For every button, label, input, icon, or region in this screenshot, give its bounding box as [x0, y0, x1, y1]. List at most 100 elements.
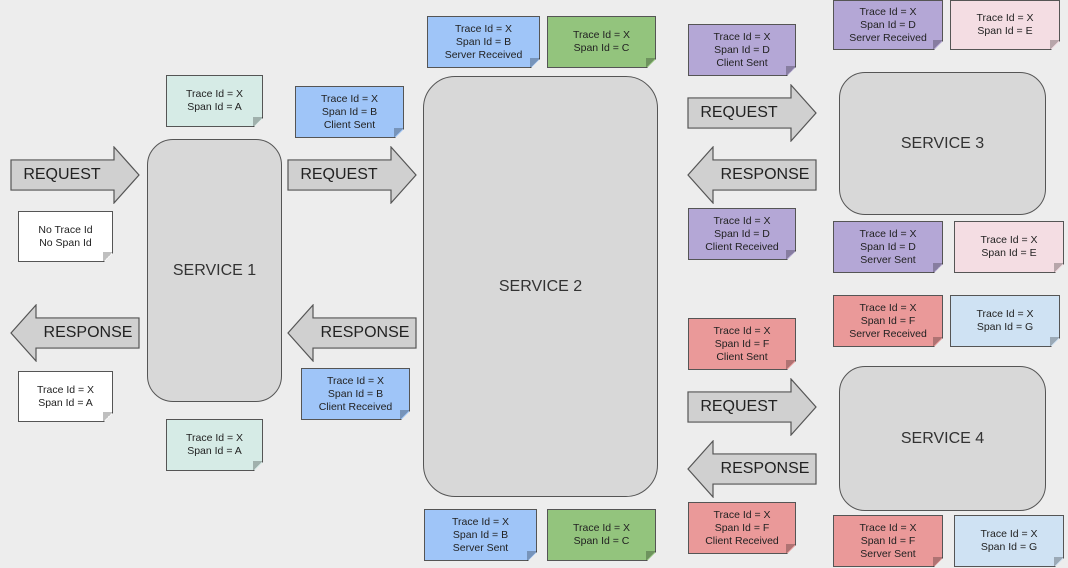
service-3-label: SERVICE 3 [900, 134, 985, 152]
response-arrow-4: RESPONSE [687, 440, 817, 498]
arrow-shape [10, 146, 140, 204]
note-line: Span Id = B [321, 105, 378, 118]
response-arrow-2: RESPONSE [287, 304, 417, 362]
note-s4-out-span-g: Trace Id = X Span Id = G [954, 515, 1064, 567]
note-line: Trace Id = X [326, 374, 385, 387]
note-line: Trace Id = X [976, 12, 1034, 24]
note-line: Trace Id = X [320, 92, 379, 105]
note-line: Span Id = D [860, 240, 916, 253]
note-line: Span Id = D [714, 43, 770, 56]
arrow-shape [687, 440, 817, 498]
arrow-shape [687, 84, 817, 142]
note-line: No Trace Id [38, 223, 93, 236]
note-line: Client Sent [323, 118, 376, 131]
note-line: Span Id = D [714, 227, 770, 240]
note-s2-out-span-c: Trace Id = X Span Id = C [547, 509, 656, 561]
request-arrow-3: REQUEST [687, 84, 817, 142]
note-line: Span Id = A [187, 101, 242, 113]
arrow-shape [287, 304, 417, 362]
note-line: Trace Id = X [980, 234, 1038, 246]
note-line: Trace Id = X [713, 324, 771, 337]
arrow-polygon [10, 304, 140, 362]
note-client-received-b: Trace Id = X Span Id = B Client Received [301, 368, 410, 420]
note-server-sent-f: Trace Id = X Span Id = F Server Sent [833, 515, 943, 567]
arrow-shape [10, 304, 140, 362]
note-client-sent-b: Trace Id = X Span Id = B Client Sent [295, 86, 404, 138]
note-no-trace: No Trace Id No Span Id [18, 211, 113, 262]
note-line: Trace Id = X [185, 432, 244, 444]
request-arrow-3-label: REQUEST [700, 104, 778, 121]
response-arrow-4-label: RESPONSE [720, 460, 810, 477]
note-line: Trace Id = X [713, 214, 771, 227]
note-line: Trace Id = X [713, 508, 771, 521]
note-server-received-b: Trace Id = X Span Id = B Server Received [427, 16, 540, 68]
note-line: Trace Id = X [572, 29, 631, 41]
note-s1-out-span-a: Trace Id = X Span Id = A [166, 419, 263, 471]
note-line: Span Id = F [860, 314, 916, 327]
note-server-sent-b: Trace Id = X Span Id = B Server Sent [424, 509, 537, 561]
note-line: Trace Id = X [36, 383, 95, 396]
note-server-received-d: Trace Id = X Span Id = D Server Received [833, 0, 943, 50]
arrow-shape [687, 146, 817, 204]
note-line: Trace Id = X [980, 528, 1038, 540]
request-arrow-1-label: REQUEST [23, 166, 101, 183]
note-line: Trace Id = X [572, 522, 631, 534]
note-line: Client Received [318, 400, 393, 413]
note-line: Server Received [849, 31, 927, 44]
note-line: Trace Id = X [859, 521, 917, 534]
service-1-box: SERVICE 1 [147, 139, 282, 402]
note-line: Span Id = A [38, 396, 93, 409]
note-line: Span Id = F [714, 521, 770, 534]
arrow-shape [287, 146, 417, 204]
service-4-box: SERVICE 4 [839, 366, 1046, 511]
note-line: Span Id = D [860, 18, 916, 31]
request-arrow-4: REQUEST [687, 378, 817, 436]
note-server-received-f: Trace Id = X Span Id = F Server Received [833, 295, 943, 347]
note-line: Trace Id = X [451, 515, 510, 528]
note-s3-out-span-e: Trace Id = X Span Id = E [954, 221, 1064, 273]
arrow-polygon [687, 378, 817, 436]
service-4-label: SERVICE 4 [900, 429, 985, 447]
arrow-polygon [287, 304, 417, 362]
note-line: Span Id = G [976, 321, 1034, 333]
service-1-label: SERVICE 1 [172, 261, 257, 279]
note-client-sent-d: Trace Id = X Span Id = D Client Sent [688, 24, 796, 76]
arrow-polygon [687, 146, 817, 204]
note-line: Span Id = G [980, 541, 1038, 553]
service-2-label: SERVICE 2 [498, 277, 583, 295]
note-s2-in-span-c: Trace Id = X Span Id = C [547, 16, 656, 68]
service-3-box: SERVICE 3 [839, 72, 1046, 215]
response-arrow-3-label: RESPONSE [720, 166, 810, 183]
note-line: Span Id = C [573, 535, 630, 547]
note-line: Server Received [444, 48, 523, 61]
service-2-box: SERVICE 2 [423, 76, 658, 497]
note-line: Trace Id = X [859, 227, 917, 240]
note-line: Server Sent [860, 547, 916, 560]
note-line: Server Sent [452, 541, 509, 554]
note-line: Client Sent [716, 350, 768, 363]
note-server-sent-d: Trace Id = X Span Id = D Server Sent [833, 221, 943, 273]
arrow-polygon [687, 84, 817, 142]
note-client-received-f: Trace Id = X Span Id = F Client Received [688, 502, 796, 554]
note-s4-in-span-g: Trace Id = X Span Id = G [950, 295, 1060, 347]
note-line: Client Received [705, 240, 779, 253]
note-line: Trace Id = X [976, 308, 1034, 320]
request-arrow-4-label: REQUEST [700, 398, 778, 415]
response-arrow-1: RESPONSE [10, 304, 140, 362]
arrow-polygon [687, 440, 817, 498]
response-arrow-2-label: RESPONSE [320, 324, 410, 341]
note-line: Span Id = B [455, 35, 512, 48]
request-arrow-1: REQUEST [10, 146, 140, 204]
arrow-shape [687, 378, 817, 436]
arrow-polygon [287, 146, 417, 204]
note-line: Span Id = E [977, 25, 1033, 37]
note-client-sent-f: Trace Id = X Span Id = F Client Sent [688, 318, 796, 370]
note-line: Trace Id = X [454, 22, 513, 35]
note-line: Span Id = B [327, 387, 384, 400]
note-line: Span Id = F [860, 534, 916, 547]
request-arrow-2: REQUEST [287, 146, 417, 204]
note-line: Client Received [705, 534, 779, 547]
response-arrow-1-label: RESPONSE [43, 324, 133, 341]
note-client-received-d: Trace Id = X Span Id = D Client Received [688, 208, 796, 260]
